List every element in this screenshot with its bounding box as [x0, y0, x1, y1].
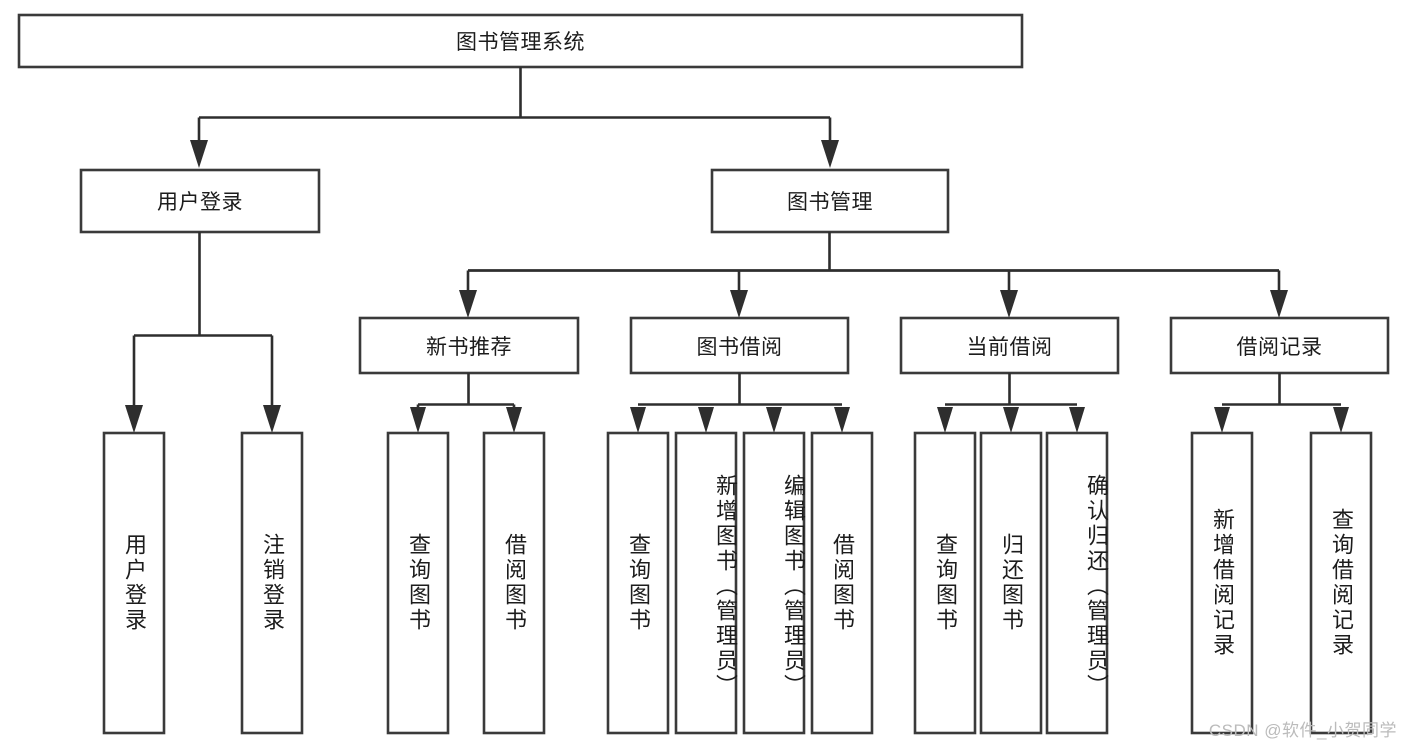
- node-box-borrow-record[interactable]: [1169, 316, 1390, 375]
- arrow-head-l3-1: [459, 290, 477, 318]
- arrow-head-bb-3: [766, 407, 782, 433]
- node-box-current-borrow[interactable]: [899, 316, 1120, 375]
- node-box-leaf-confirm-return[interactable]: [1045, 431, 1109, 735]
- arrow-head-l3-4: [1270, 290, 1288, 318]
- node-box-leaf-logout-login[interactable]: [240, 431, 304, 735]
- csdn-watermark: CSDN @软件_小贺同学: [1208, 721, 1397, 740]
- arrow-head-book-manage: [821, 140, 839, 168]
- node-box-leaf-borrow-book-2[interactable]: [810, 431, 874, 735]
- node-box-leaf-add-book[interactable]: [674, 431, 738, 735]
- node-box-leaf-add-record[interactable]: [1190, 431, 1254, 735]
- arrow-head-leaf-logout: [263, 405, 281, 433]
- node-box-root[interactable]: [17, 13, 1024, 69]
- node-box-leaf-return-book[interactable]: [979, 431, 1043, 735]
- node-box-leaf-query-book-3[interactable]: [913, 431, 977, 735]
- arrow-head-bb-4: [834, 407, 850, 433]
- node-box-book-borrow[interactable]: [629, 316, 850, 375]
- arrow-head-br-2: [1333, 407, 1349, 433]
- node-box-leaf-query-book-1[interactable]: [386, 431, 450, 735]
- arrow-head-l3-3: [1000, 290, 1018, 318]
- node-box-leaf-user-login[interactable]: [102, 431, 166, 735]
- node-box-leaf-query-record[interactable]: [1309, 431, 1373, 735]
- arrow-head-br-1: [1214, 407, 1230, 433]
- node-box-leaf-borrow-book-1[interactable]: [482, 431, 546, 735]
- arrow-head-nb-1: [410, 407, 426, 433]
- node-box-user-login[interactable]: [79, 168, 321, 234]
- node-box-leaf-query-book-2[interactable]: [606, 431, 670, 735]
- arrow-head-cb-3: [1069, 407, 1085, 433]
- arrow-head-nb-2: [506, 407, 522, 433]
- node-box-leaf-edit-book[interactable]: [742, 431, 806, 735]
- arrow-head-leaf-user-login: [125, 405, 143, 433]
- arrow-head-cb-1: [937, 407, 953, 433]
- arrow-head-cb-2: [1003, 407, 1019, 433]
- node-box-book-manage[interactable]: [710, 168, 950, 234]
- arrow-head-user-login: [190, 140, 208, 168]
- arrow-head-l3-2: [730, 290, 748, 318]
- node-box-new-book-recommend[interactable]: [358, 316, 580, 375]
- arrow-head-bb-2: [698, 407, 714, 433]
- arrow-head-bb-1: [630, 407, 646, 433]
